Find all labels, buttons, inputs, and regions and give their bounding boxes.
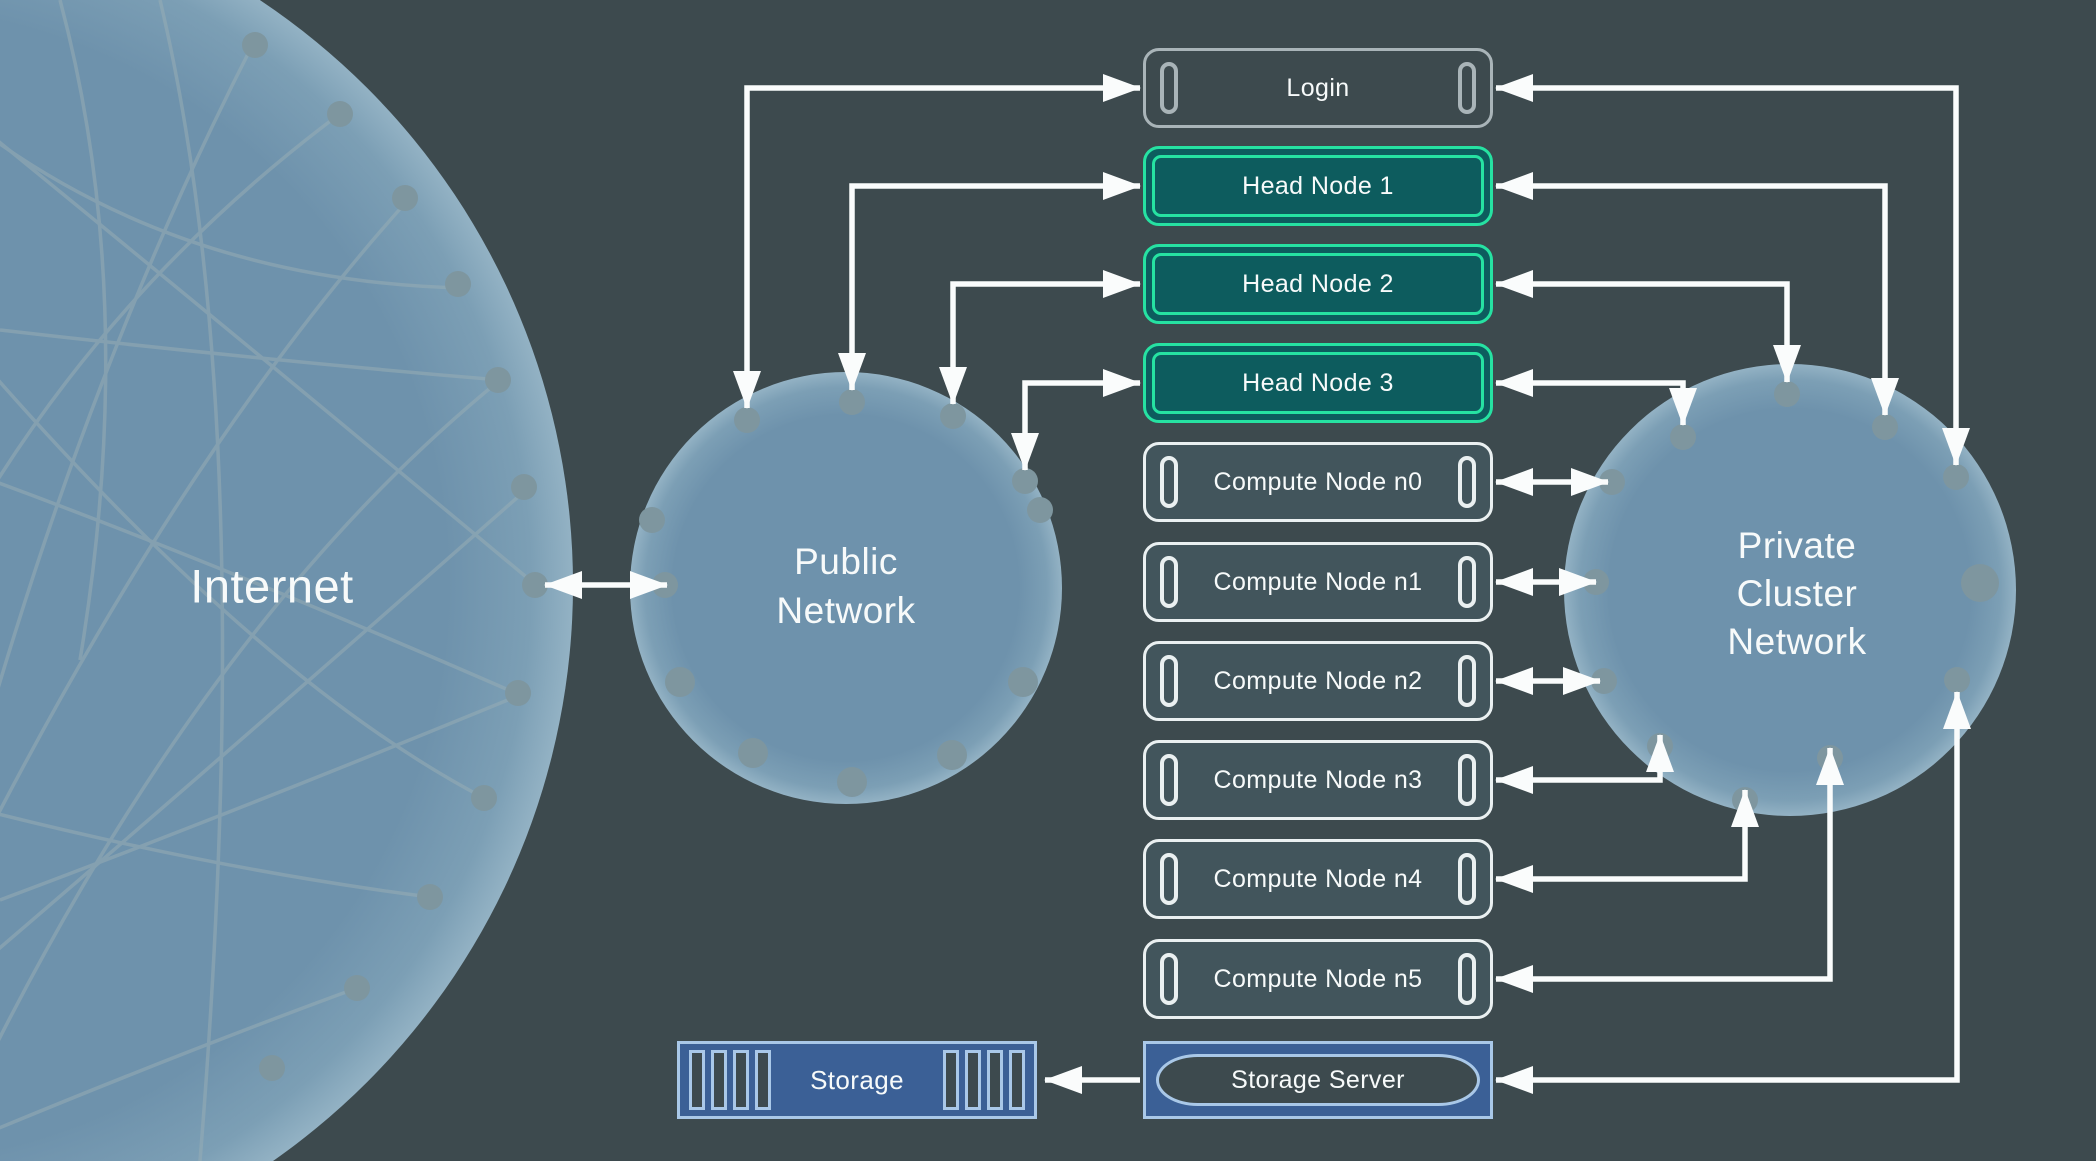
port-pill-icon — [1458, 754, 1476, 806]
disk-slot — [1009, 1050, 1025, 1110]
port-pill-icon — [1160, 754, 1178, 806]
disk-slot — [689, 1050, 705, 1110]
internet-mesh-lines — [0, 0, 539, 1161]
node-label: Compute Node n3 — [1213, 765, 1423, 794]
node-head-node-1: Head Node 1 — [1143, 146, 1493, 226]
node-label: Compute Node n0 — [1213, 467, 1423, 496]
node-compute-n0: Compute Node n0 — [1143, 442, 1493, 522]
node-compute-n4: Compute Node n4 — [1143, 839, 1493, 919]
node-head-node-3: Head Node 3 — [1143, 343, 1493, 423]
connector-public-head-node-2 — [939, 270, 1141, 405]
node-label: Login — [1286, 73, 1350, 102]
connector-private-head-node-3 — [1495, 369, 1697, 426]
disk-slot — [965, 1050, 981, 1110]
storage-box: Storage — [677, 1041, 1037, 1119]
connector-private-compute-n4 — [1495, 789, 1759, 893]
node-storage-server: Storage Server — [1143, 1041, 1493, 1119]
disk-slot — [943, 1050, 959, 1110]
port-pill-icon — [1160, 655, 1178, 707]
disk-slot — [733, 1050, 749, 1110]
node-label: Compute Node n4 — [1213, 864, 1423, 893]
node-label: Compute Node n2 — [1213, 666, 1423, 695]
node-compute-n1: Compute Node n1 — [1143, 542, 1493, 622]
port-pill-icon — [1160, 456, 1178, 508]
server-capsule-icon: Storage Server — [1156, 1054, 1480, 1106]
node-login: Login — [1143, 48, 1493, 128]
port-pill-icon — [1160, 62, 1178, 114]
node-label: Head Node 2 — [1242, 269, 1394, 298]
port-pill-icon — [1458, 853, 1476, 905]
internet-mesh-dots — [242, 32, 548, 1081]
public-network-label: Public Network — [776, 541, 916, 631]
port-pill-icon — [1458, 62, 1476, 114]
connectors — [544, 74, 1971, 1094]
head-node-inner-frame: Head Node 1 — [1152, 155, 1484, 217]
node-label: Storage Server — [1231, 1065, 1405, 1094]
port-pill-icon — [1458, 953, 1476, 1005]
storage-label: Storage — [810, 1064, 904, 1095]
disk-slots-icon — [689, 1050, 771, 1110]
head-node-inner-frame: Head Node 2 — [1152, 253, 1484, 315]
connector-public-head-node-3 — [1011, 369, 1141, 471]
disk-slots-icon — [943, 1050, 1025, 1110]
port-pill-icon — [1458, 456, 1476, 508]
node-label: Compute Node n1 — [1213, 567, 1423, 596]
port-pill-icon — [1160, 853, 1178, 905]
connector-private-login — [1495, 74, 1970, 466]
internet-globe — [0, 0, 573, 1161]
head-node-inner-frame: Head Node 3 — [1152, 352, 1484, 414]
node-compute-n5: Compute Node n5 — [1143, 939, 1493, 1019]
connector-private-head-node-2 — [1495, 270, 1801, 383]
port-pill-icon — [1458, 655, 1476, 707]
connector-public-head-node-1 — [838, 172, 1141, 391]
node-head-node-2: Head Node 2 — [1143, 244, 1493, 324]
disk-slot — [755, 1050, 771, 1110]
private-cluster-network-label: Private Cluster Network — [1727, 525, 1867, 662]
node-label: Head Node 1 — [1242, 171, 1394, 200]
port-pill-icon — [1458, 556, 1476, 608]
internet-label: Internet — [190, 559, 354, 613]
disk-slot — [711, 1050, 727, 1110]
connector-private-head-node-1 — [1495, 172, 1899, 416]
port-pill-icon — [1160, 953, 1178, 1005]
port-pill-icon — [1160, 556, 1178, 608]
node-compute-n3: Compute Node n3 — [1143, 740, 1493, 820]
disk-slot — [987, 1050, 1003, 1110]
node-label: Head Node 3 — [1242, 368, 1394, 397]
node-label: Compute Node n5 — [1213, 964, 1423, 993]
connector-public-login — [733, 74, 1141, 409]
connector-private-storage-server — [1495, 691, 1971, 1094]
node-compute-n2: Compute Node n2 — [1143, 641, 1493, 721]
